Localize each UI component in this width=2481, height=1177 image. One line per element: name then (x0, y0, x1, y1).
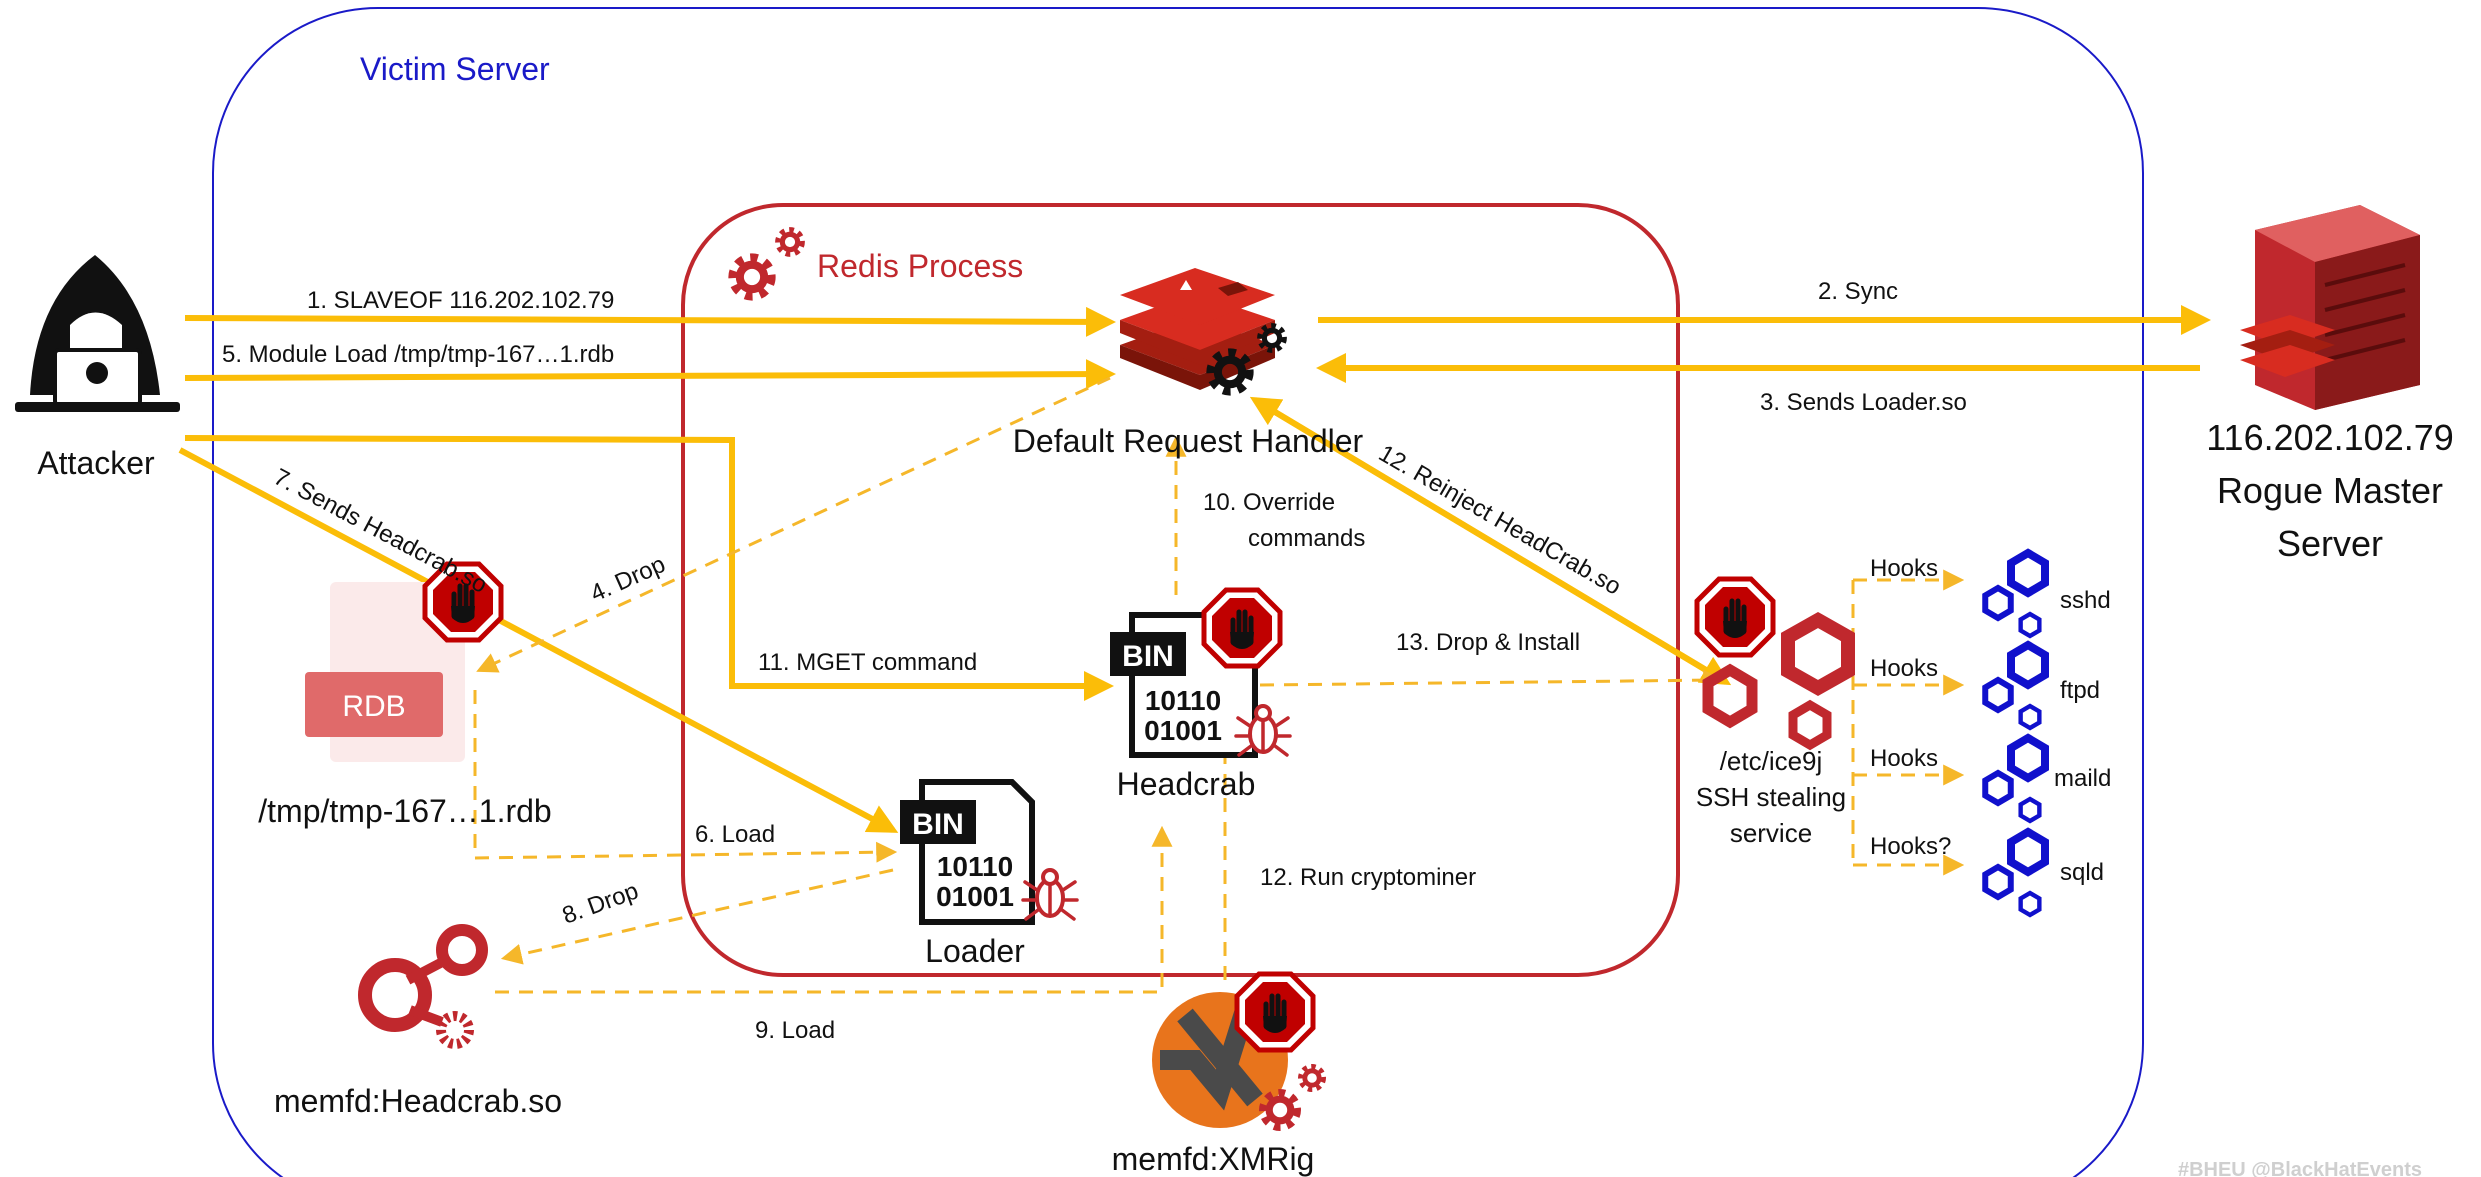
step-13-label: 13. Drop & Install (1396, 629, 1580, 656)
memfd-headcrab-label: memfd:Headcrab.so (274, 1083, 562, 1119)
headcrab-bin-tag: BIN (1122, 640, 1174, 673)
arrow-11-mget (184, 435, 1114, 701)
hook-target: maild (2054, 765, 2111, 792)
rdb-file-label: /tmp/tmp-167…1.rdb (258, 793, 551, 829)
arrow-5-module-load (184, 359, 1116, 390)
step-11-label: 11. MGET command (758, 649, 977, 676)
headcrab-stop-icon (1204, 590, 1280, 666)
step-10-label-b: commands (1248, 525, 1365, 552)
redis-process-label: Redis Process (817, 248, 1023, 284)
rdb-badge-text: RDB (342, 690, 405, 723)
redis-gears-icon (734, 231, 801, 295)
hook-label: Hooks (1870, 655, 1938, 682)
step-12-reinject-label: 12. Reinject HeadCrab.so (1374, 440, 1626, 601)
loader-bin-tag: BIN (912, 808, 964, 841)
loader-label: Loader (925, 933, 1025, 969)
headcrab-bin-row2: 01001 (1144, 715, 1222, 746)
attacker-label: Attacker (37, 445, 155, 481)
step-10-label-a: 10. Override (1203, 489, 1335, 516)
arrow-13-drop-install (1259, 669, 1725, 691)
arrow-4-drop (476, 376, 1111, 673)
hexagons-icon (1985, 553, 2045, 636)
hook-row-maild: Hooks maild (1870, 738, 2111, 821)
ice9j-stop-icon (1697, 579, 1773, 655)
step-8-label: 8. Drop (559, 877, 642, 929)
loader-bin-row1: 10110 (937, 851, 1013, 882)
rogue-server-icon (2240, 205, 2420, 410)
step-6-label: 6. Load (695, 821, 775, 848)
attacker-icon (15, 255, 180, 412)
arrow-6-load (473, 690, 898, 863)
victim-server-label: Victim Server (360, 51, 550, 87)
step-2-label: 2. Sync (1818, 278, 1898, 305)
redis-logo-icon (1120, 268, 1275, 390)
step-labels: 1. SLAVEOF 116.202.102.79 5. Module Load… (222, 278, 1967, 1044)
victim-server-boundary (212, 7, 2144, 1177)
hexagons-icon (1985, 832, 2045, 915)
solid-arrows (178, 305, 2211, 833)
ice9j-hex-icon (1702, 611, 1855, 751)
loader-bin-icon: BIN 10110 01001 (900, 779, 1035, 925)
hook-label: Hooks (1870, 745, 1938, 772)
step-9-label: 9. Load (755, 1017, 835, 1044)
arrow-8-drop (500, 868, 894, 965)
hook-target: sqld (2060, 859, 2104, 886)
step-12-run-label: 12. Run cryptominer (1260, 864, 1476, 891)
ice9j-line1: /etc/ice9j (1720, 746, 1823, 776)
arrow-9-load (495, 825, 1173, 994)
footer-hashtag: #BHEU @BlackHatEvents (2178, 1159, 2422, 1177)
handler-label: Default Request Handler (1013, 423, 1364, 459)
dashed-arrows (473, 376, 1965, 994)
hook-label: Hooks? (1870, 833, 1951, 860)
loader-bin-row2: 01001 (936, 881, 1014, 912)
memfd-xmrig-label: memfd:XMRig (1112, 1141, 1315, 1177)
redis-process-boundary (681, 203, 1680, 977)
hook-label: Hooks (1870, 555, 1938, 582)
ice9j-line3: service (1730, 818, 1812, 848)
headcrab-bin-row1: 10110 (1145, 685, 1221, 716)
step-4-label: 4. Drop (586, 551, 669, 608)
rogue-name-line2: Server (2277, 523, 2383, 564)
step-7-label: 7. Sends Headcrab.so (269, 463, 491, 598)
hook-row-sqld: Hooks? sqld (1870, 832, 2104, 915)
xmrig-stop-icon (1237, 974, 1313, 1050)
hook-target: ftpd (2060, 677, 2100, 704)
step-5-label: 5. Module Load /tmp/tmp-167…1.rdb (222, 341, 614, 368)
hook-row-ftpd: Hooks ftpd (1870, 645, 2100, 728)
ice9j-line2: SSH stealing (1696, 782, 1846, 812)
headcrab-label: Headcrab (1117, 766, 1256, 802)
hexagons-icon (1985, 738, 2045, 821)
step-1-label: 1. SLAVEOF 116.202.102.79 (307, 287, 614, 314)
memfd-headcrab-icon (358, 924, 488, 1049)
arrow-7-sends-headcrab (178, 447, 899, 833)
arrow-1-slaveof (184, 306, 1116, 337)
rogue-name-line1: Rogue Master (2217, 470, 2443, 511)
step-3-label: 3. Sends Loader.so (1760, 389, 1967, 416)
hook-target: sshd (2060, 587, 2111, 614)
hook-row-sshd: Hooks sshd (1870, 553, 2111, 636)
hexagons-icon (1985, 645, 2045, 728)
rogue-ip-label: 116.202.102.79 (2206, 417, 2454, 458)
